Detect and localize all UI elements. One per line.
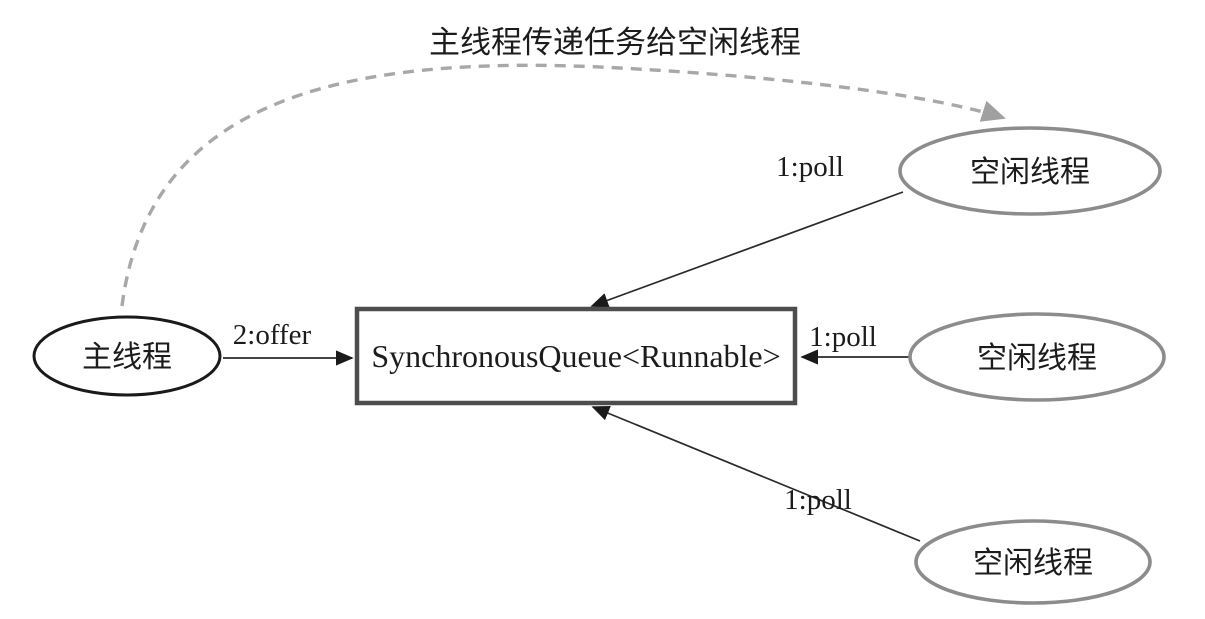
main-thread-node [32,315,222,397]
idle-thread-node-middle [908,312,1166,402]
poll-arrow-top [590,191,904,308]
idle-thread-label-bottom: 空闲线程 [973,547,1093,580]
synchronous-queue-node [354,306,798,406]
poll-arrow-bottom [591,406,921,542]
idle-thread-node-bottom [914,519,1152,605]
offer-arrow-label: 2:offer [233,319,312,351]
idle-thread-label-top: 空闲线程 [970,156,1090,189]
idle-thread-node-top [898,126,1162,216]
idle-thread-label-middle: 空闲线程 [977,342,1097,375]
main-thread-label: 主线程 [82,341,172,374]
poll-arrow-label-middle: 1:poll [809,321,877,353]
synchronous-queue-label: SynchronousQueue<Runnable> [371,338,780,374]
handoff-arrow-label: 主线程传递任务给空闲线程 [429,25,801,60]
handoff-dashed-arrow [120,63,1006,307]
poll-arrow-label-top: 1:poll [776,151,844,183]
poll-arrow-label-bottom: 1:poll [784,484,852,516]
